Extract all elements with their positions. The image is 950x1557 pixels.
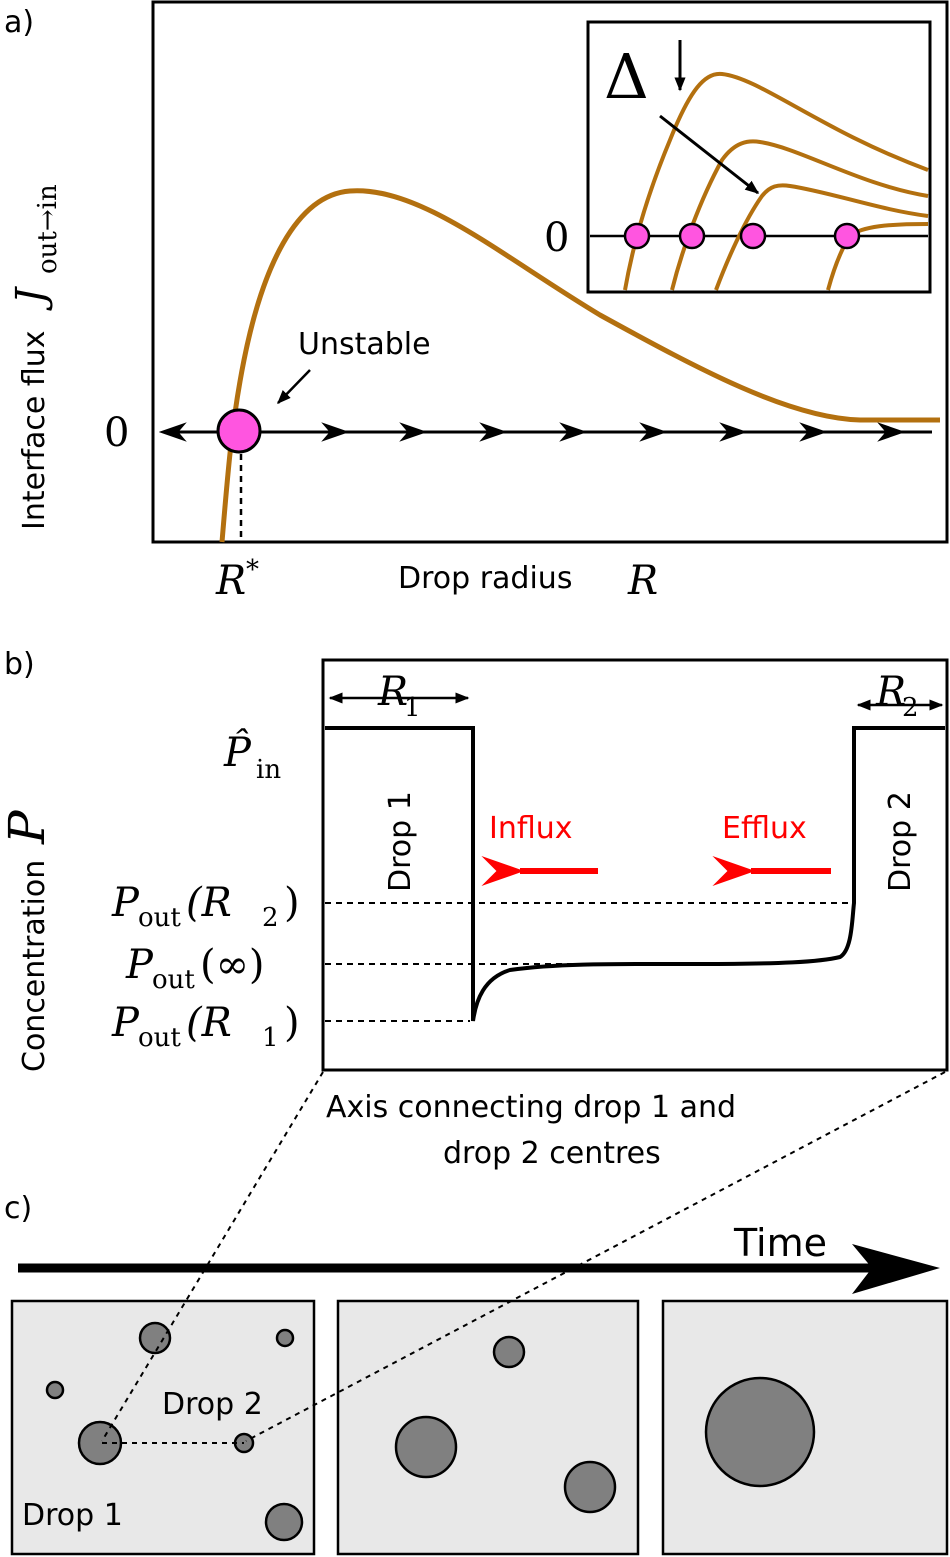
zoom-connector-right [245, 1071, 946, 1442]
time-label: Time [733, 1221, 827, 1265]
panel-b-xlabel-line2: drop 2 centres [443, 1136, 661, 1171]
drop [492, 1335, 526, 1369]
pout-r1-arg-sub: 1 [262, 1023, 279, 1053]
inset-curve [714, 183, 929, 291]
panel-b-ylabel: Concentration P [0, 809, 56, 1072]
pout-inf-label: P out (∞) [125, 942, 265, 995]
drop [394, 1415, 458, 1479]
inset-fixed-point [678, 222, 706, 250]
r1-symbol: R [377, 669, 408, 715]
unstable-fixed-point [216, 408, 262, 454]
delta-trend-arrow [659, 114, 760, 195]
pout-r2-sub: out [138, 903, 181, 933]
panel-b-frame [321, 658, 949, 1072]
merged-drop [704, 1376, 816, 1488]
r2-sub: 2 [902, 693, 919, 723]
panel-a-ylabel-symbol: J [8, 286, 54, 311]
panel-b-xlabel-line1: Axis connecting drop 1 and [326, 1090, 736, 1125]
influx-label: Influx [489, 811, 573, 846]
flux-curve [219, 188, 940, 543]
unstable-arrow [277, 369, 311, 405]
panel-b-ylabel-text: Concentration [17, 860, 52, 1072]
snapshot-1-drops [45, 1321, 304, 1542]
pout-inf-arg: (∞) [200, 942, 265, 988]
zoom-connector-left [101, 1071, 324, 1442]
panel-b-ylabel-symbol: P [0, 809, 56, 845]
pout-r1-close: ) [284, 1000, 300, 1046]
drop1-vertical-label: Drop 1 [383, 791, 418, 892]
panel-a-zero-label: 0 [104, 410, 129, 456]
pout-r2-close: ) [284, 880, 300, 926]
unstable-label: Unstable [298, 327, 431, 362]
snapshot-2-drops [394, 1335, 617, 1514]
panel-a-frame [151, 0, 949, 544]
pout-r1-arg: (R [186, 1000, 232, 1046]
drop [264, 1502, 304, 1542]
rstar-symbol: R [215, 558, 246, 604]
panel-a-ylabel-sub: out→in [33, 184, 63, 274]
p-in-sub: in [256, 755, 281, 785]
pout-r2-arg: (R [186, 880, 232, 926]
pout-r2-symbol: P [111, 880, 140, 926]
panel-b: b) Concentration P P̂ in P out (R 2 ) P … [0, 647, 949, 1171]
p-in-label: P̂ in [223, 730, 281, 785]
panel-a: a) Interface flux J out→in 0 [4, 0, 949, 604]
panel-c: c) Time Drop 2 Drop 1 [4, 1071, 949, 1556]
pout-r2-arg-sub: 2 [262, 903, 279, 933]
pout-r1-label: P out (R 1 ) [111, 1000, 300, 1053]
panel-b-letter: b) [4, 647, 35, 682]
efflux-label: Efflux [722, 811, 807, 846]
drop [275, 1328, 295, 1348]
panel-a-xlabel-symbol: R [627, 558, 658, 604]
panel-a-ylabel-text: Interface flux [17, 330, 52, 530]
time-arrow-head [852, 1244, 940, 1294]
pout-r1-symbol: P [111, 1000, 140, 1046]
pout-r1-sub: out [138, 1023, 181, 1053]
inset: 0 Δ [544, 20, 932, 294]
drop [45, 1380, 65, 1400]
inset-curve [623, 71, 929, 291]
inset-fixed-point [739, 222, 767, 250]
pout-inf-sub: out [152, 965, 195, 995]
snapshot-box-2 [336, 1299, 640, 1556]
delta-symbol: Δ [604, 40, 649, 113]
inset-fixed-point [833, 222, 861, 250]
drop2-vertical-label: Drop 2 [883, 791, 918, 892]
inset-fixed-points [623, 222, 861, 250]
drop1-label: Drop 1 [22, 1498, 123, 1533]
drop [563, 1460, 617, 1514]
p-in-symbol: P̂ [223, 730, 252, 776]
panel-c-letter: c) [4, 1191, 32, 1226]
panel-a-xlabel-text: Drop radius [398, 561, 572, 596]
pout-r2-label: P out (R 2 ) [111, 880, 300, 933]
panel-a-ylabel: Interface flux J out→in [8, 184, 63, 530]
concentration-profile [325, 726, 945, 1022]
inset-fixed-point [623, 222, 651, 250]
rstar-sup: * [246, 555, 259, 585]
drop [138, 1321, 172, 1355]
panel-a-letter: a) [4, 5, 34, 40]
inset-zero-label: 0 [544, 215, 569, 261]
pout-inf-symbol: P [125, 942, 154, 988]
drop2-label: Drop 2 [162, 1387, 263, 1422]
drop-1 [77, 1420, 123, 1466]
